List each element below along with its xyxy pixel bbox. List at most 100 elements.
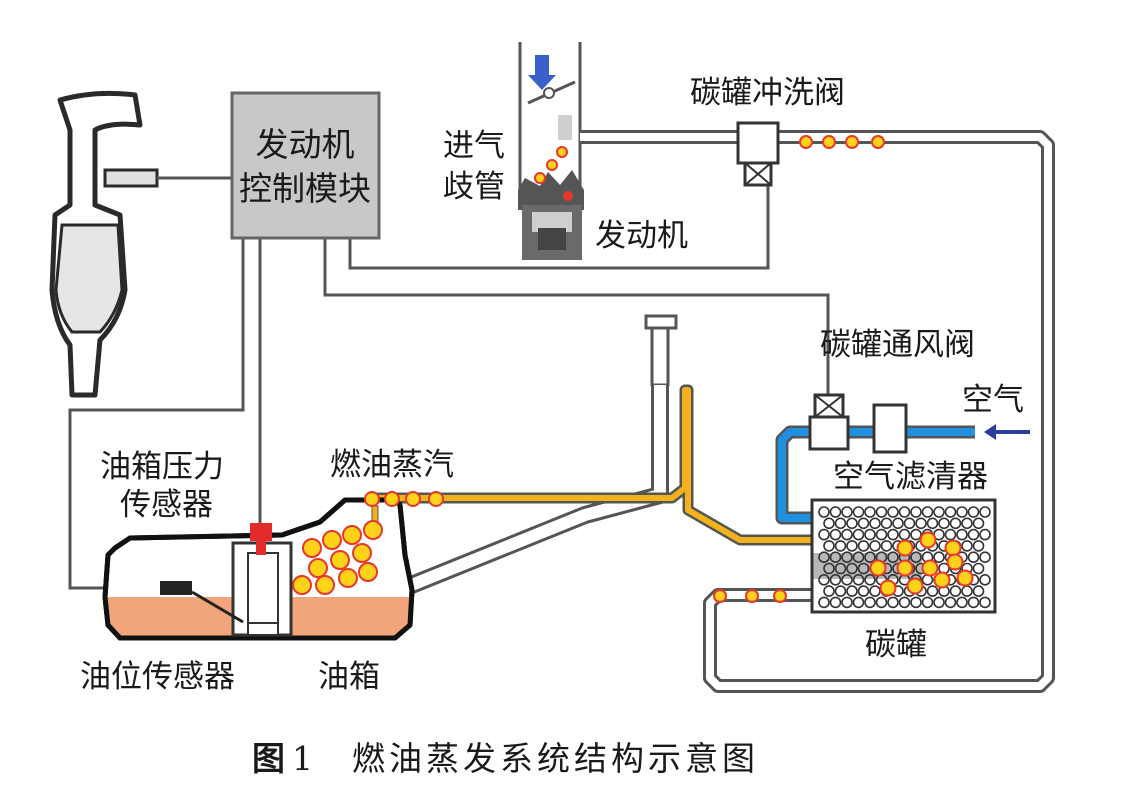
vapor-bubble (352, 543, 372, 563)
canister-bead (852, 596, 865, 609)
canister-label: 碳罐 (865, 627, 927, 663)
engine-label: 发动机 (595, 218, 688, 254)
canister-bead (864, 506, 876, 518)
intake-manifold (518, 42, 582, 190)
vapor-bubble (315, 575, 335, 595)
canister-bead (880, 517, 893, 530)
canister-bead (875, 506, 888, 518)
canister-bead (926, 585, 939, 597)
fuel-level-sensor-label: 油位传感器 (80, 659, 235, 695)
vapor-bubble (906, 577, 924, 595)
canister-bead (979, 506, 991, 518)
canister (810, 498, 997, 614)
vapor-bubble (879, 579, 897, 597)
canister-bead (967, 596, 980, 609)
canister-bead (944, 506, 957, 518)
fuel-vapor-label: 燃油蒸汽 (330, 447, 454, 483)
vapor-bubble (384, 491, 400, 507)
canister-bead (852, 573, 865, 586)
vapor-bubble (869, 559, 887, 577)
canister-bead (967, 551, 980, 564)
vapor-bubble (896, 559, 914, 577)
canister-bead (841, 551, 853, 564)
vapor-bubble (946, 553, 964, 571)
vapor-bubble (330, 550, 350, 570)
canister-bead (887, 596, 899, 609)
canister-bead (852, 506, 865, 518)
canister-bead (852, 528, 865, 541)
caption-title: 燃油蒸发系统结构示意图 (352, 739, 759, 778)
canister-bead (818, 528, 830, 541)
vapor-bubble (896, 539, 914, 557)
canister-bead (933, 551, 945, 564)
canister-bead (956, 596, 968, 609)
vent-valve-label: 碳罐通风阀 (820, 327, 975, 363)
canister-bead (910, 506, 922, 518)
canister-bead (829, 528, 842, 541)
vapor-bubble (358, 562, 378, 582)
canister-bead (949, 585, 962, 597)
canister-bead (972, 540, 985, 552)
canister-bead (933, 506, 945, 518)
caption-number: 1 (292, 739, 313, 778)
canister-bead (875, 596, 888, 609)
canister-bead (979, 528, 991, 541)
vapor-bubble (799, 135, 813, 149)
vapor-bubble (292, 575, 312, 595)
canister-bead (938, 517, 950, 530)
engine (518, 170, 584, 260)
canister-bead (841, 596, 853, 609)
canister-bead (961, 540, 973, 552)
caption-prefix: 图 (252, 739, 285, 778)
tank-pressure-sensor-label-line2: 传感器 (120, 487, 213, 523)
air-filter-label: 空气滤清器 (833, 459, 988, 495)
canister-bead (834, 562, 847, 575)
canister-bead (910, 551, 922, 564)
canister-bead (972, 562, 985, 575)
ecm-wires (68, 155, 830, 590)
vapor-bubble (713, 589, 727, 603)
vapor-bubble (944, 539, 962, 557)
canister-bead (898, 506, 911, 518)
filler-neck (321, 314, 678, 629)
canister-bead (979, 551, 991, 564)
vapor-bubble (845, 135, 859, 149)
vapor-bubble (822, 135, 836, 149)
canister-bead (864, 573, 876, 586)
tank-pressure-sensor-label-line1: 油箱压力 (100, 449, 224, 485)
vapor-bubble (933, 571, 951, 589)
air-filter (872, 403, 908, 454)
canister-bead (834, 540, 847, 552)
canister-bead (834, 517, 847, 530)
canister-bead (926, 517, 939, 530)
vapor-bubble (338, 568, 358, 588)
vapor-bubble (428, 491, 444, 507)
canister-bead (979, 573, 991, 586)
canister-bead (846, 585, 858, 597)
fuel-tank-label: 油箱 (318, 659, 380, 695)
ecm-box: 发动机 控制模块 (230, 91, 381, 240)
purge-valve (736, 121, 780, 187)
vapor-bubble (871, 135, 885, 149)
canister-bead (967, 528, 980, 541)
canister-bead (898, 596, 911, 609)
intake-manifold-label-line1: 进气 (443, 128, 505, 164)
figure-caption: 图 1 燃油蒸发系统结构示意图 (252, 739, 759, 778)
vapor-bubble (956, 569, 974, 587)
ecm-label-line2: 控制模块 (239, 169, 371, 208)
canister-bead (933, 596, 945, 609)
canister-bead (944, 596, 957, 609)
canister-bead (818, 551, 830, 564)
canister-bead (829, 506, 842, 518)
vapor-bubble (342, 525, 362, 545)
canister-bead (841, 573, 853, 586)
canister-bead (829, 551, 842, 564)
canister-bead (841, 506, 853, 518)
vapor-bubble (546, 159, 558, 171)
vapor-bubble (308, 558, 328, 578)
canister-bead (892, 517, 904, 530)
vapor-bubble (921, 559, 939, 577)
canister-bead (956, 528, 968, 541)
oxygen-sensor (103, 168, 159, 188)
